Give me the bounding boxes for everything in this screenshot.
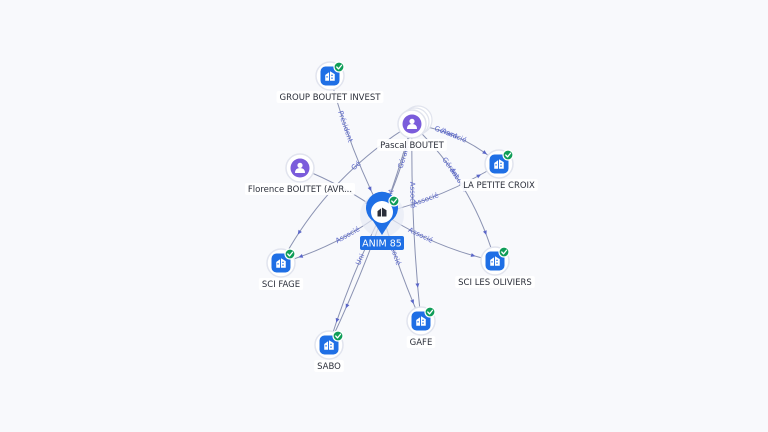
node-sci-fage[interactable]: SCI FAGE <box>258 248 304 290</box>
node-label: LA PETITE CROIX <box>463 181 535 191</box>
node-label: Florence BOUTET (AVR... <box>248 185 352 195</box>
building-icon <box>377 207 387 217</box>
verified-check-icon <box>502 149 514 161</box>
node-sabo[interactable]: SABO <box>314 330 344 372</box>
building-icon <box>416 316 426 326</box>
edge-label-pr-sident: Président <box>336 110 354 144</box>
node-label-background <box>460 179 538 191</box>
verified-check-icon <box>388 195 400 207</box>
building-icon <box>325 71 335 81</box>
node-label: SCI FAGE <box>262 280 300 290</box>
verified-check-icon <box>332 330 344 342</box>
node-label-background <box>244 183 356 195</box>
building-icon <box>490 256 500 266</box>
verified-check-icon <box>498 246 510 258</box>
building-icon <box>494 159 504 169</box>
node-gafe[interactable]: GAFE <box>406 306 436 348</box>
edge-pascal-boutet-to-gafe[interactable]: Associé <box>408 123 422 322</box>
edge-label-associ: Associé <box>407 226 434 245</box>
edge-arrow-icon <box>482 150 487 155</box>
node-la-petite-croix[interactable]: LA PETITE CROIX <box>460 149 538 191</box>
edge-arrow-icon <box>335 317 340 323</box>
edge-arrow-icon <box>482 230 487 236</box>
edge-arrow-icon <box>345 303 350 309</box>
node-label: SCI LES OLIVIERS <box>458 278 532 288</box>
node-label-background <box>377 139 447 151</box>
edge-arrow-icon <box>476 174 482 179</box>
building-icon <box>276 258 286 268</box>
node-pascal-boutet[interactable]: Pascal BOUTET <box>377 105 447 151</box>
edge-arrow-icon <box>470 253 476 257</box>
edge-arrow-icon <box>367 186 372 192</box>
edge-label-uni: Uni <box>354 253 366 267</box>
nodes-layer: GROUP BOUTET INVEST Pascal BOUTET Florence… <box>244 61 538 372</box>
pin-inner-circle <box>371 201 393 223</box>
edge-label-associ: Associé <box>408 182 417 209</box>
edge-arrow-icon <box>415 283 420 288</box>
person-icon <box>295 162 305 173</box>
person-icon <box>407 118 417 129</box>
node-label-background <box>455 276 535 288</box>
node-sci-les-oliviers[interactable]: SCI LES OLIVIERS <box>455 246 535 288</box>
node-label-background <box>276 91 384 103</box>
node-label: GAFE <box>410 338 433 348</box>
node-florence-boutet[interactable]: Florence BOUTET (AVR... <box>244 153 356 195</box>
edge-arrow-icon <box>298 253 304 258</box>
verified-check-icon <box>284 248 296 260</box>
node-group-boutet-invest[interactable]: GROUP BOUTET INVEST <box>276 61 384 103</box>
verified-check-icon <box>424 306 436 318</box>
building-icon <box>324 340 334 350</box>
edge-line <box>411 123 422 322</box>
node-label-background <box>406 336 436 348</box>
edge-label-associ: Associé <box>334 225 361 245</box>
node-label: Pascal BOUTET <box>380 141 444 151</box>
verified-check-icon <box>333 61 345 73</box>
node-label: SABO <box>317 362 341 372</box>
edge-arrow-icon <box>410 299 414 305</box>
node-label: GROUP BOUTET INVEST <box>280 93 382 103</box>
edge-arrow-icon <box>297 229 302 235</box>
center-node[interactable]: ANIM 85 <box>360 191 404 250</box>
node-label-background <box>258 278 304 290</box>
center-label-chip <box>360 236 404 250</box>
node-label-background <box>314 360 344 372</box>
center-label: ANIM 85 <box>362 239 402 250</box>
